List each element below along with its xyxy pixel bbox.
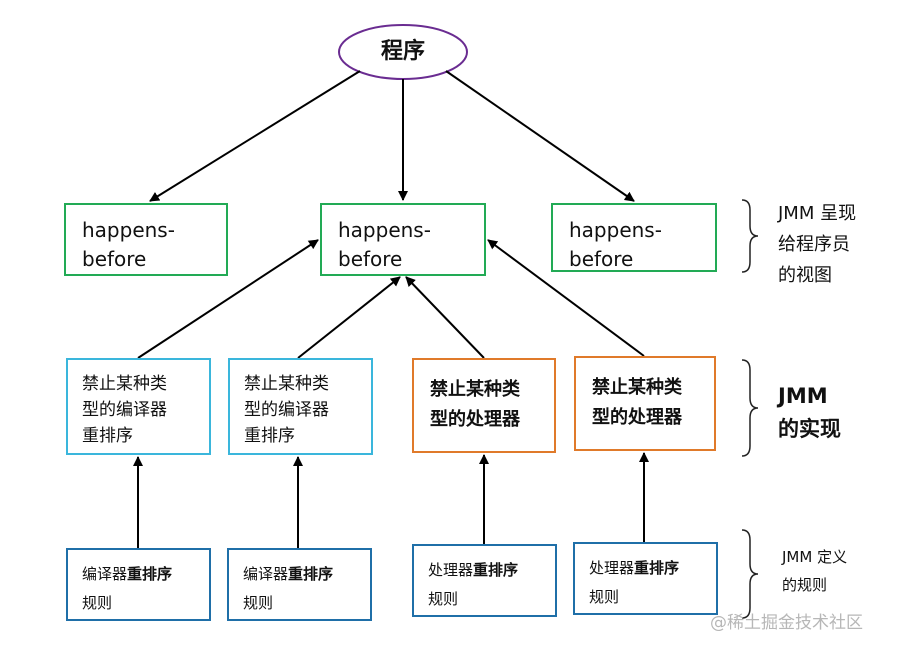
rule-label-line2: 规则 [82, 594, 113, 612]
rule-label-normal: 编译器 [82, 565, 128, 583]
arrow-processor1-to-hb [405, 276, 485, 359]
happens-before-box-left: happens- before [64, 203, 228, 276]
happens-before-label: happens- before [569, 218, 662, 271]
compiler-reorder-box-2: 禁止某种类 型的编译器 重排序 [228, 358, 373, 455]
rule-box-2: 编译器重排序规则 [227, 548, 372, 621]
rule-label: 编译器重排序规则 [82, 560, 201, 618]
rule-label-bold: 重排序 [288, 565, 334, 583]
compiler-reorder-box-1: 禁止某种类 型的编译器 重排序 [66, 358, 211, 455]
rule-label: 处理器重排序规则 [428, 556, 547, 614]
rule-label-normal: 编译器 [243, 565, 289, 583]
processor-reorder-box-2: 禁止某种类 型的处理器 [574, 356, 716, 451]
rule-label-bold: 重排序 [634, 559, 680, 577]
arrow-root-to-hb-right [445, 70, 635, 202]
rule-label: 编译器重排序规则 [243, 560, 362, 618]
processor-reorder-label: 禁止某种类 型的处理器 [430, 379, 520, 430]
arrow-compiler1-to-hb [137, 239, 319, 359]
brace-implementation [741, 359, 759, 457]
brace-definition [741, 529, 759, 619]
rule-box-1: 编译器重排序规则 [66, 548, 211, 621]
arrow-compiler2-to-hb [297, 276, 401, 359]
arrow-root-to-hb-left [149, 70, 361, 202]
arrow-processor2-to-hb [487, 239, 645, 357]
watermark-text: @稀土掘金技术社区 [710, 613, 863, 633]
rule-label-line2: 规则 [428, 590, 459, 608]
happens-before-label: happens- before [82, 218, 175, 271]
rule-label-normal: 处理器 [428, 561, 474, 579]
processor-reorder-label: 禁止某种类 型的处理器 [592, 377, 682, 428]
rule-label-normal: 处理器 [589, 559, 635, 577]
happens-before-box-center: happens- before [320, 203, 486, 276]
happens-before-box-right: happens- before [551, 203, 717, 272]
side-label-implementation: JMM 的实现 [778, 384, 841, 441]
side-label-definition: JMM 定义 的规则 [782, 548, 848, 594]
rule-label-line2: 规则 [589, 588, 620, 606]
rule-box-4: 处理器重排序规则 [573, 542, 718, 615]
rule-box-3: 处理器重排序规则 [412, 544, 557, 617]
brace-programmer-view [741, 199, 759, 273]
compiler-reorder-label: 禁止某种类 型的编译器 重排序 [244, 374, 329, 446]
rule-label-line2: 规则 [243, 594, 274, 612]
happens-before-label: happens- before [338, 218, 431, 271]
processor-reorder-box-1: 禁止某种类 型的处理器 [412, 358, 556, 453]
rule-label: 处理器重排序规则 [589, 554, 708, 612]
root-node-label: 程序 [380, 39, 425, 64]
side-label-programmer-view: JMM 呈现 给程序员 的视图 [778, 203, 857, 286]
rule-label-bold: 重排序 [127, 565, 173, 583]
compiler-reorder-label: 禁止某种类 型的编译器 重排序 [82, 374, 167, 446]
rule-label-bold: 重排序 [473, 561, 519, 579]
